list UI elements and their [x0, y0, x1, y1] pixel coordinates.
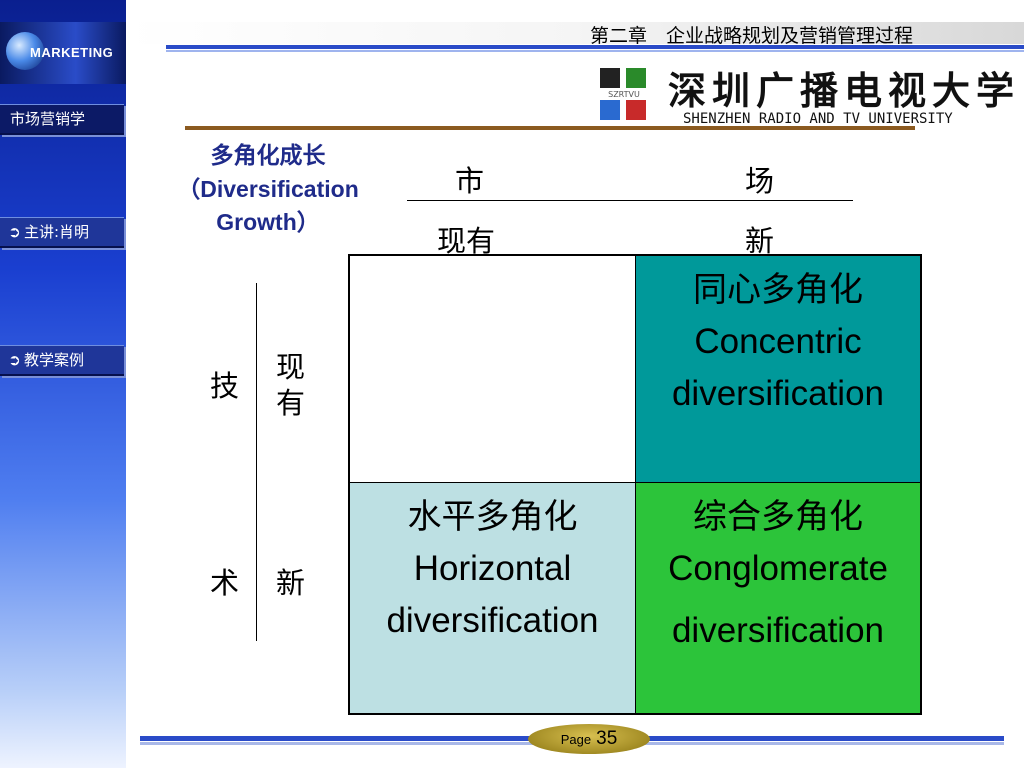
arrow-right-icon: ➲: [8, 351, 21, 369]
slide-title: 多角化成长 （Diversification Growth）: [150, 140, 386, 239]
market-new-label: 新: [745, 224, 775, 258]
arrow-right-icon: ➲: [8, 223, 21, 241]
course-title-button[interactable]: 市场营销学: [0, 104, 124, 135]
title-en-line1: （Diversification: [177, 176, 359, 202]
globe-icon: [6, 32, 44, 70]
concentric-en2: diversification: [671, 374, 885, 413]
university-name-en: SHENZHEN RADIO AND TV UNIVERSITY: [683, 111, 953, 127]
conglomerate-en2: diversification: [671, 611, 885, 650]
tech-new-label: 新: [276, 566, 306, 600]
matrix-cell-conglomerate: 综合多角化 Conglomerate diversification: [636, 483, 920, 713]
university-logo-text: SZRTVU: [608, 90, 640, 99]
matrix-cell-concentric: 同心多角化 Concentric diversification: [636, 256, 920, 483]
teaching-cases-label: 教学案例: [24, 351, 85, 369]
conglomerate-en1: Conglomerate: [668, 549, 888, 588]
marketing-logo: MARKETING: [0, 22, 126, 84]
chapter-title: 第二章 企业战略规划及营销管理过程: [590, 25, 914, 47]
matrix-cell-horizontal: 水平多角化 Horizontal diversification: [350, 483, 636, 713]
header-divider: [166, 45, 1024, 49]
tech-axis-line: [256, 283, 257, 641]
tech-axis-label-top: 技: [210, 369, 240, 403]
concentric-en1: Concentric: [694, 322, 862, 361]
left-sidebar: MARKETING 市场营销学 ➲主讲:肖明 ➲教学案例: [0, 0, 126, 768]
speaker-label: 主讲:肖明: [24, 223, 90, 241]
tech-axis-label-bottom: 术: [210, 566, 240, 600]
header-bar: [126, 22, 1024, 44]
tech-existing-label-1: 现: [276, 350, 306, 384]
title-cn: 多角化成长: [210, 143, 326, 169]
course-title-label: 市场营销学: [10, 110, 86, 128]
market-axis-line: [407, 200, 853, 201]
page-word: Page: [560, 732, 592, 747]
horizontal-cn: 水平多角化: [407, 497, 578, 537]
page-indicator: Page 35: [528, 724, 650, 754]
market-existing-label: 现有: [437, 224, 496, 258]
title-divider: [185, 126, 915, 130]
university-logo-icon: SZRTVU: [598, 68, 650, 120]
horizontal-en1: Horizontal: [413, 549, 572, 588]
horizontal-en2: diversification: [386, 601, 599, 640]
concentric-cn: 同心多角化: [693, 270, 863, 310]
diversification-matrix: 同心多角化 Concentric diversification 水平多角化 H…: [348, 254, 922, 715]
speaker-button[interactable]: ➲主讲:肖明: [0, 217, 124, 248]
university-name-cn: 深圳广播电视大学: [668, 68, 1021, 113]
marketing-logo-text: MARKETING: [30, 45, 114, 60]
matrix-cell-existing-existing: [350, 256, 636, 483]
conglomerate-cn: 综合多角化: [693, 497, 863, 537]
market-axis-label-left: 市: [455, 164, 485, 198]
page-number: 35: [596, 728, 618, 749]
header-divider-light: [166, 50, 1024, 52]
tech-existing-label-2: 有: [276, 386, 306, 420]
title-en-line2: Growth）: [216, 209, 320, 235]
teaching-cases-button[interactable]: ➲教学案例: [0, 345, 124, 376]
market-axis-label-right: 场: [745, 164, 775, 198]
